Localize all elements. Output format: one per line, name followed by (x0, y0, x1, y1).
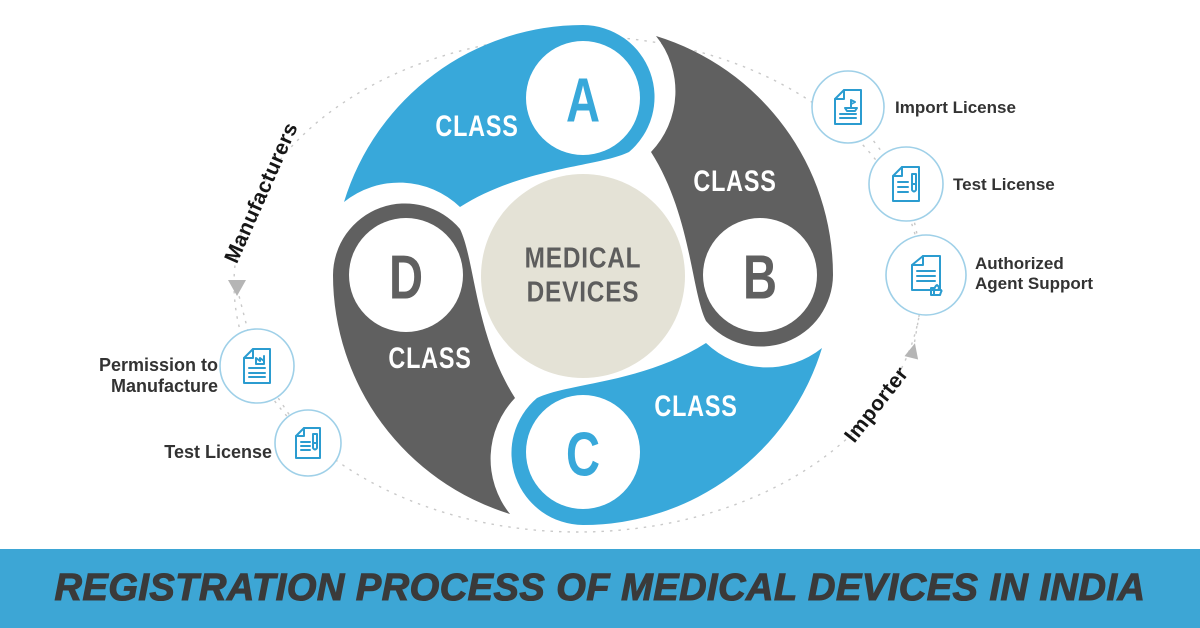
banner-title: REGISTRATION PROCESS OF MEDICAL DEVICES … (54, 566, 1146, 609)
class-a-circle (526, 41, 640, 155)
class-b-label: CLASS (693, 164, 776, 197)
medical-devices-label-line2: DEVICES (527, 276, 640, 308)
import-license-doc-icon (811, 70, 885, 144)
class-c-circle (526, 395, 640, 509)
importer-arrow-icon (904, 343, 919, 360)
test-license-doc-icon-manufacturer (274, 409, 342, 477)
test-license-label-manufacturer: Test License (164, 442, 272, 462)
authorized-agent-doc-icon (885, 234, 967, 316)
manufacturers-arrow-icon (228, 280, 246, 296)
permission-to-manufacture-label: Permission to Manufacture (98, 355, 218, 397)
medical-devices-circle (481, 174, 685, 378)
medical-devices-label-line1: MEDICAL (525, 242, 642, 274)
class-d-letter: D (389, 242, 423, 312)
class-c-label: CLASS (654, 389, 737, 422)
import-license-label: Import License (895, 98, 1016, 117)
importer-icons-connector (847, 106, 927, 352)
test-license-label-importer: Test License (953, 175, 1055, 194)
class-d-circle (349, 218, 463, 332)
class-b-circle (703, 218, 817, 332)
class-a-letter: A (566, 65, 600, 135)
class-b-letter: B (743, 242, 777, 312)
test-license-doc-icon-importer (868, 146, 944, 222)
class-d-label: CLASS (388, 341, 471, 374)
manufacturer-icons-connector (236, 287, 309, 444)
class-a-label: CLASS (435, 109, 518, 142)
permission-to-manufacture-doc-icon (219, 328, 295, 404)
title-banner: REGISTRATION PROCESS OF MEDICAL DEVICES … (0, 549, 1200, 628)
class-c-letter: C (566, 419, 600, 489)
authorized-agent-support-label: Authorized Agent Support (975, 254, 1094, 294)
